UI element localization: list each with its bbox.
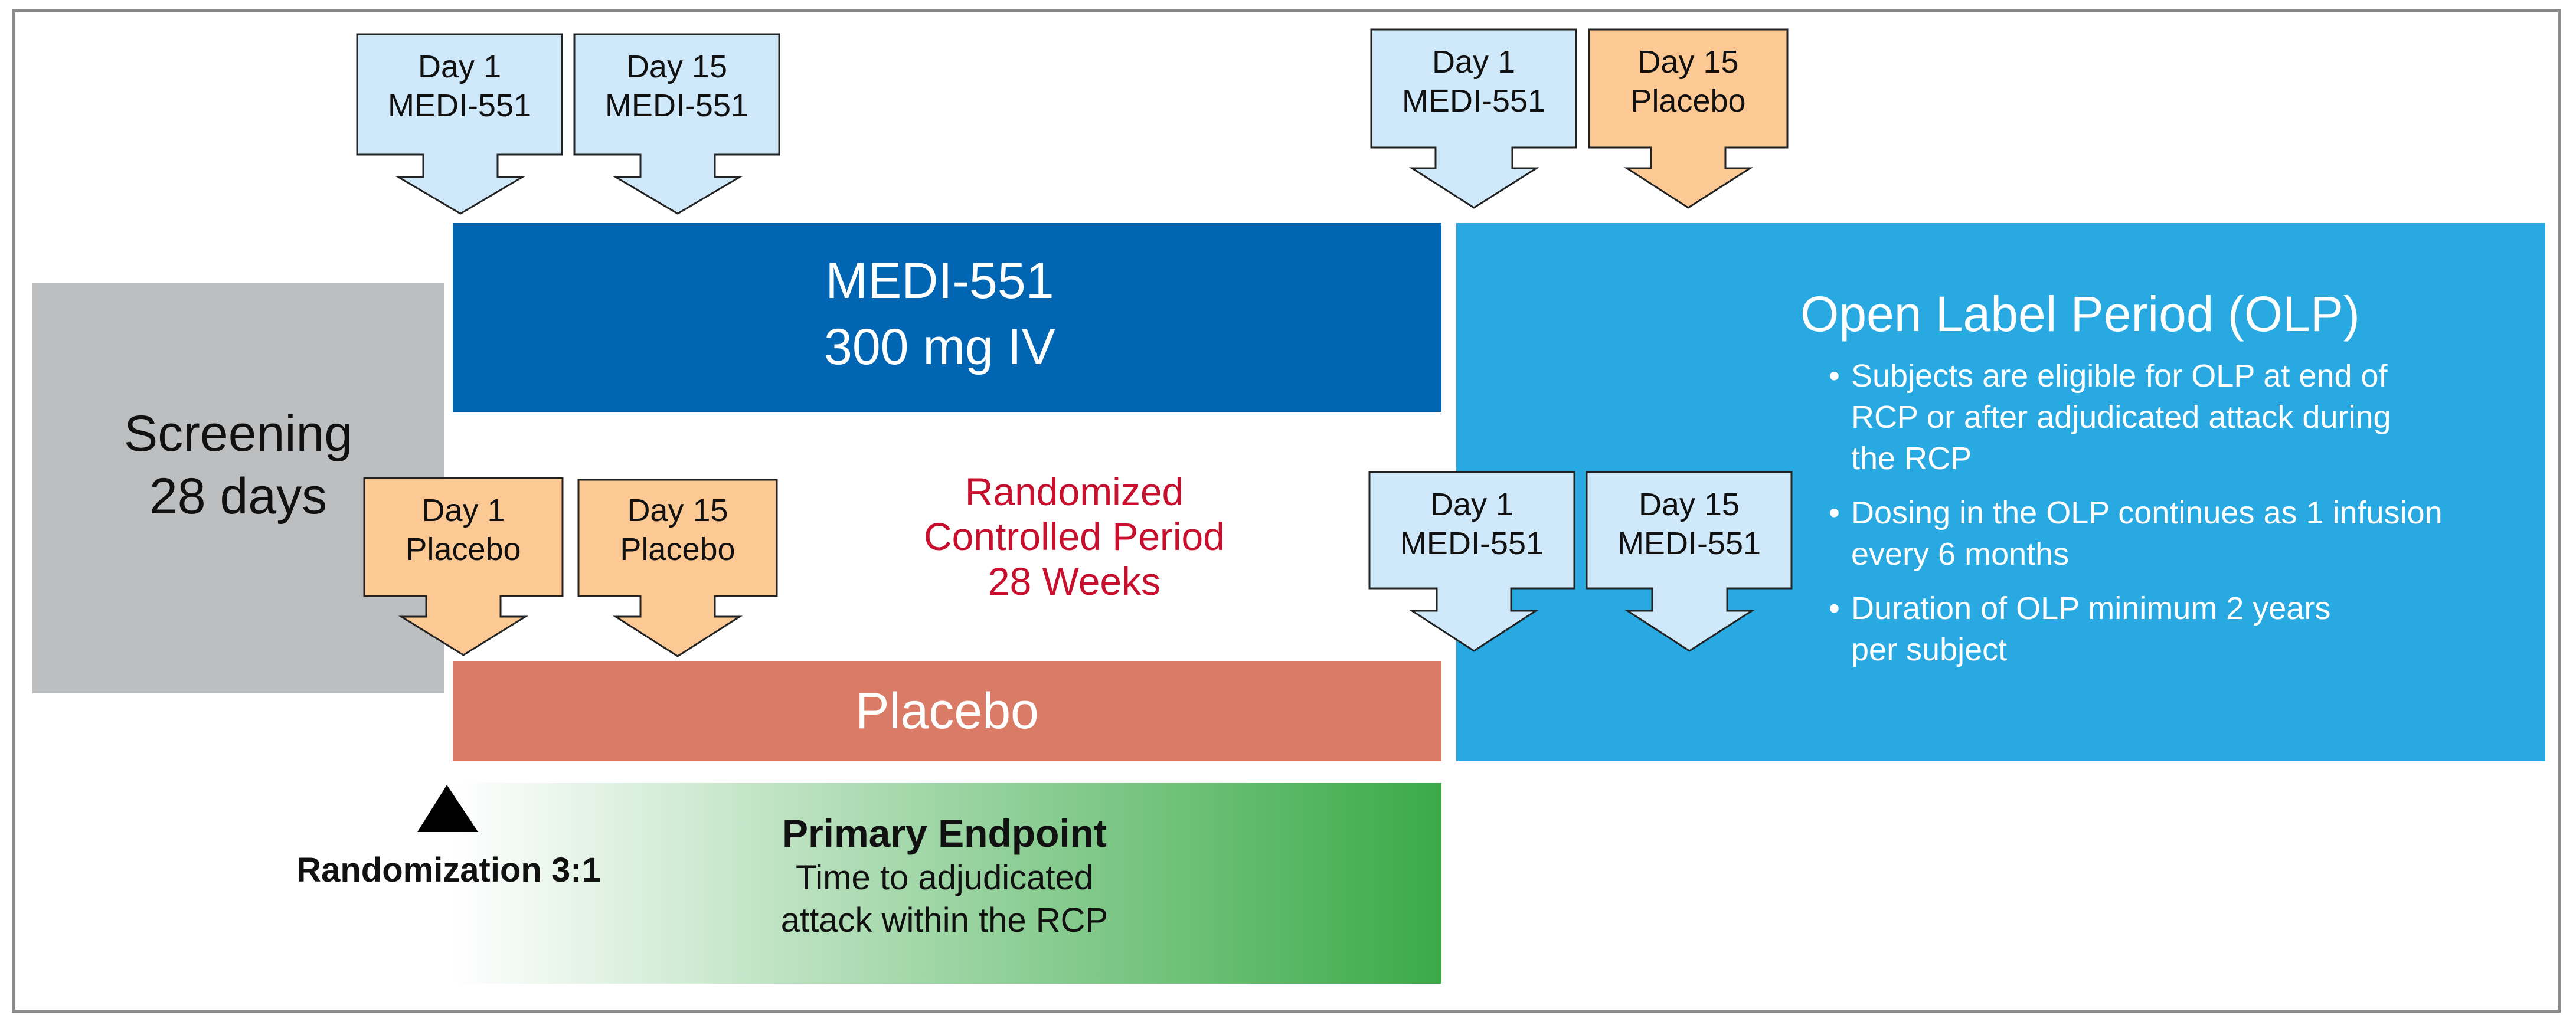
olp-bullet: Subjects are eligible for OLP at end ofR… <box>1829 355 2525 479</box>
randomization-marker <box>417 785 478 832</box>
callout-arrow <box>363 477 564 656</box>
randomization-label: Randomization 3:1 <box>296 851 601 889</box>
primary-endpoint-box <box>453 783 1441 984</box>
medi-arm-bar <box>453 223 1441 412</box>
callout-arrow <box>1588 28 1789 209</box>
callout-arrow <box>1370 28 1577 209</box>
callout-arrow <box>1368 471 1575 652</box>
olp-bullet: Dosing in the OLP continues as 1 infusio… <box>1829 492 2525 575</box>
primary-endpoint-title: Primary Endpoint <box>782 811 1107 855</box>
placebo-arm-bar <box>453 661 1441 761</box>
callout-arrow <box>577 479 778 657</box>
callout-arrow <box>1586 471 1793 652</box>
olp-bullet-list: Subjects are eligible for OLP at end ofR… <box>1829 355 2525 683</box>
callout-arrow <box>573 33 780 215</box>
callout-arrow <box>356 33 563 215</box>
placebo-arm-label: Placebo <box>855 683 1039 739</box>
olp-title: Open Label Period (OLP) <box>1800 286 2360 342</box>
primary-endpoint-text: Primary Endpoint Time to adjudicated att… <box>661 810 1228 942</box>
